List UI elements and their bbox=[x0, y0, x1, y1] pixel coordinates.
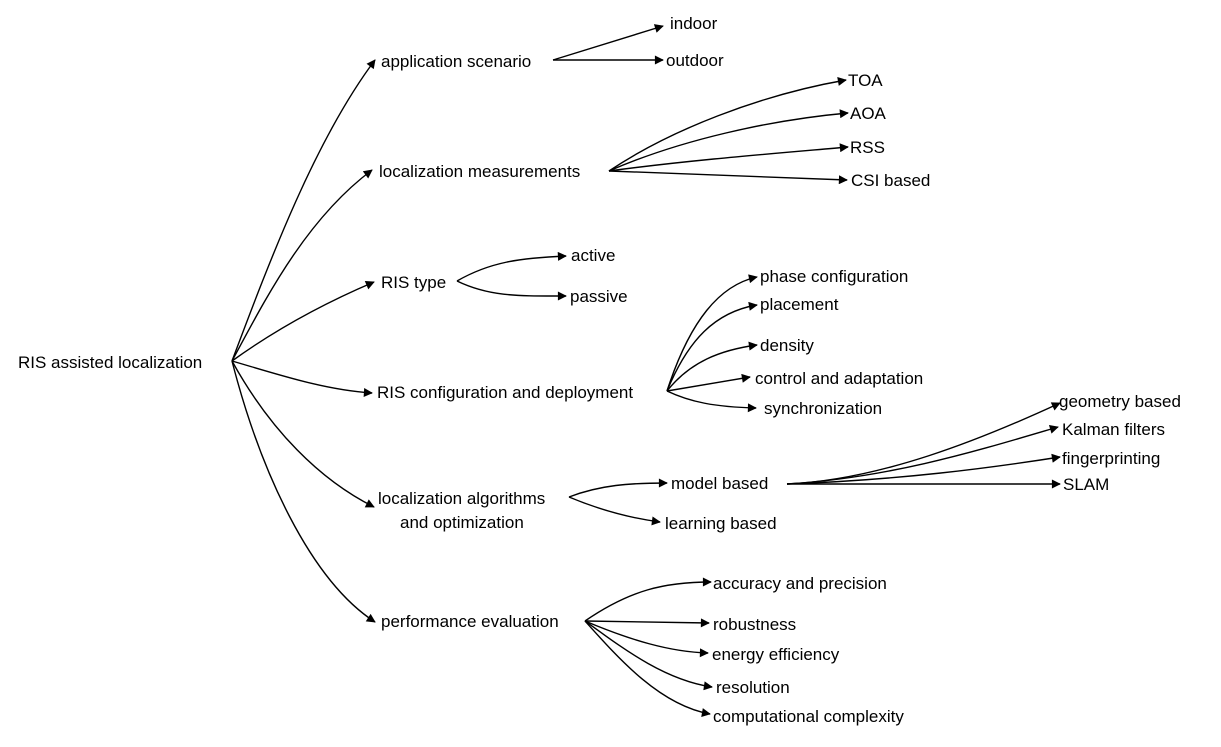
leaf-kalman-filters: Kalman filters bbox=[1062, 420, 1165, 439]
leaf-rss: RSS bbox=[850, 138, 885, 157]
leaf-indoor: indoor bbox=[670, 14, 718, 33]
edge-measurements-toa bbox=[608, 76, 847, 172]
edge-ris-type-active bbox=[456, 251, 567, 282]
category-ris-configuration: RIS configuration and deployment bbox=[377, 383, 633, 402]
category-performance-evaluation: performance evaluation bbox=[381, 612, 559, 631]
edge-model-fingerprinting bbox=[786, 453, 1061, 485]
edge-root-ris-type bbox=[231, 281, 375, 362]
leaf-density: density bbox=[760, 336, 814, 355]
leaf-computational-complexity: computational complexity bbox=[713, 707, 904, 726]
category-ris-type: RIS type bbox=[381, 273, 446, 292]
category-application-scenario: application scenario bbox=[381, 52, 531, 71]
leaf-phase-configuration: phase configuration bbox=[760, 267, 908, 286]
edge-measurements-rss bbox=[608, 143, 849, 172]
category-localization-measurements: localization measurements bbox=[379, 162, 580, 181]
leaf-robustness: robustness bbox=[713, 615, 796, 634]
leaf-accuracy-and-precision: accuracy and precision bbox=[713, 574, 887, 593]
leaf-synchronization: synchronization bbox=[764, 399, 882, 418]
edge-performance-energy bbox=[584, 620, 709, 658]
edge-performance-complexity bbox=[584, 620, 711, 717]
edge-algorithms-model-based bbox=[568, 478, 668, 498]
edge-performance-resolution bbox=[584, 620, 713, 691]
leaf-resolution: resolution bbox=[716, 678, 790, 697]
leaf-geometry-based: geometry based bbox=[1059, 392, 1181, 411]
leaf-learning-based: learning based bbox=[665, 514, 777, 533]
root-node-label: RIS assisted localization bbox=[18, 353, 202, 372]
leaf-aoa: AOA bbox=[850, 104, 887, 123]
edge-config-phase bbox=[666, 274, 758, 392]
edge-config-density bbox=[666, 341, 758, 392]
leaf-active: active bbox=[571, 246, 615, 265]
leaf-placement: placement bbox=[760, 295, 839, 314]
subcategory-model-based: model based bbox=[671, 474, 768, 493]
edge-root-performance-evaluation bbox=[231, 360, 376, 623]
edge-measurements-csi bbox=[608, 170, 848, 185]
edge-ris-type-passive bbox=[456, 280, 567, 301]
edge-measurements-aoa bbox=[608, 109, 849, 172]
edge-config-control bbox=[666, 373, 751, 392]
leaf-slam: SLAM bbox=[1063, 475, 1109, 494]
leaf-toa: TOA bbox=[848, 71, 883, 90]
edge-root-localization-measurements bbox=[231, 169, 373, 362]
edge-root-localization-algorithms bbox=[231, 360, 375, 508]
edge-config-synchronization bbox=[666, 390, 757, 413]
edge-root-application-scenario bbox=[231, 59, 376, 362]
edge-model-kalman bbox=[786, 424, 1059, 485]
edge-performance-accuracy bbox=[584, 577, 712, 622]
edge-performance-robustness bbox=[584, 618, 710, 628]
leaf-control-and-adaptation: control and adaptation bbox=[755, 369, 923, 388]
leaf-passive: passive bbox=[570, 287, 628, 306]
category-localization-algorithms-line-2: and optimization bbox=[400, 513, 524, 532]
leaf-outdoor: outdoor bbox=[666, 51, 724, 70]
leaf-fingerprinting: fingerprinting bbox=[1062, 449, 1160, 468]
leaf-csi-based: CSI based bbox=[851, 171, 930, 190]
category-localization-algorithms-line-1: localization algorithms bbox=[378, 489, 545, 508]
leaf-energy-efficiency: energy efficiency bbox=[712, 645, 840, 664]
edge-algorithms-learning-based bbox=[568, 496, 661, 526]
edge-config-placement bbox=[666, 301, 758, 392]
edge-application-indoor bbox=[552, 24, 664, 61]
edge-root-ris-configuration bbox=[231, 360, 373, 397]
